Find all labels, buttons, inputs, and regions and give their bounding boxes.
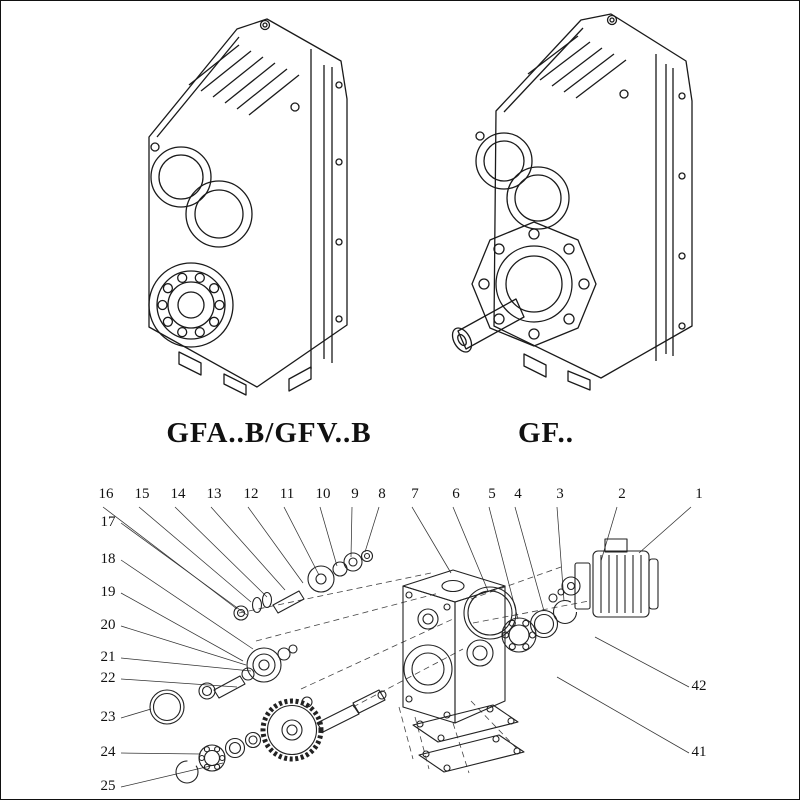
part-callout-8: 8 [378, 486, 386, 502]
part-callout-22: 22 [100, 670, 116, 686]
exploded-view-drawing [102, 506, 692, 788]
part-callout-12: 12 [243, 486, 259, 502]
part-callout-25: 25 [100, 778, 116, 794]
model-label-gf: GF.. [517, 417, 575, 449]
part-callout-20: 20 [100, 617, 116, 633]
part-callout-3: 3 [556, 486, 564, 502]
part-callout-4: 4 [514, 486, 522, 502]
part-callout-19: 19 [100, 584, 116, 600]
part-callout-17: 17 [100, 514, 116, 530]
gearbox-gfab-drawing [148, 18, 348, 396]
assembly-axis-lines [238, 566, 590, 774]
part-callout-1: 1 [695, 486, 703, 502]
model-label-gfab: GFA..B/GFV..B [166, 417, 372, 449]
callout-leader-lines [102, 506, 692, 788]
housing-part [402, 569, 506, 724]
part-callout-15: 15 [134, 486, 150, 502]
part-callout-10: 10 [315, 486, 331, 502]
part-callout-24: 24 [100, 744, 116, 760]
part-callout-13: 13 [206, 486, 222, 502]
part-callout-14: 14 [170, 486, 186, 502]
part-callout-6: 6 [452, 486, 460, 502]
part-callout-18: 18 [100, 551, 116, 567]
gearbox-gf-drawing [451, 13, 693, 391]
part-callout-23: 23 [100, 709, 116, 725]
part-callout-42: 42 [691, 678, 707, 694]
part-callout-11: 11 [279, 486, 295, 502]
input-shaft-parts [233, 549, 374, 621]
motor-part [561, 538, 659, 618]
output-bearing-rings [463, 586, 578, 653]
part-callout-2: 2 [618, 486, 626, 502]
part-callout-7: 7 [411, 486, 419, 502]
part-callout-9: 9 [351, 486, 359, 502]
intermediate-gear-parts [149, 644, 298, 725]
part-callout-21: 21 [100, 649, 116, 665]
output-gear-parts [175, 689, 387, 784]
part-callout-41: 41 [691, 744, 707, 760]
cover-plates [412, 704, 525, 773]
part-callout-5: 5 [488, 486, 496, 502]
part-callout-16: 16 [98, 486, 114, 502]
